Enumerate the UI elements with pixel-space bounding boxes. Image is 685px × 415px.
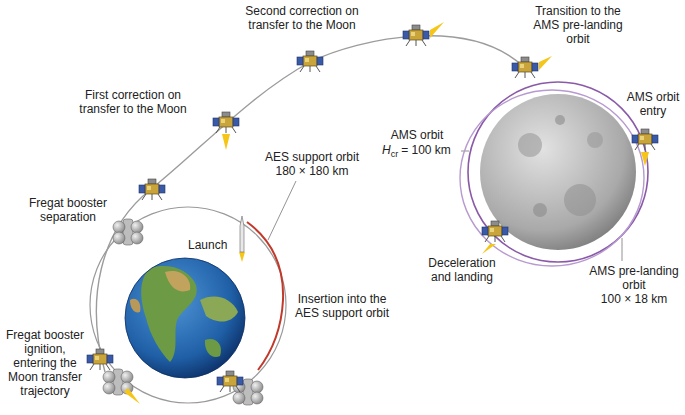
label: Second correction on transfer to the Moo… (234, 4, 370, 32)
label: Launch (188, 238, 227, 252)
spacecraft-ignition (87, 349, 140, 404)
label: 180 × 180 km (262, 164, 362, 178)
spacecraft-deceleration (482, 221, 508, 254)
label: AMS pre-landing orbit (586, 264, 682, 292)
leader-line (622, 238, 623, 261)
earth (125, 258, 245, 378)
label: Fregat booster ignition, entering the Mo… (2, 328, 88, 398)
label: First correction on transfer to the Moon (70, 88, 196, 116)
label: cr (391, 149, 399, 160)
label: AMS orbit entry (624, 90, 682, 118)
launch-rocket (239, 216, 245, 262)
leader-line (268, 181, 296, 240)
spacecraft-separation (113, 179, 165, 245)
spacecraft-transition (512, 56, 552, 78)
spacecraft-second-correction (403, 22, 444, 46)
support-orbit (90, 207, 286, 403)
label: Fregat booster separation (18, 196, 118, 224)
label: AES support orbit (262, 150, 362, 164)
moon (480, 94, 636, 250)
label: AMS orbit (382, 128, 452, 142)
label: 100 × 18 km (586, 292, 682, 306)
spacecraft-orbit-entry (632, 129, 658, 166)
insertion-arc (247, 222, 283, 370)
spacecraft-transfer (297, 51, 323, 72)
label: Transition to the AMS pre-landing orbit (528, 4, 628, 46)
label: Insertion into the AES support orbit (292, 292, 392, 320)
pre-landing-orbit (460, 90, 644, 266)
spacecraft-insertion (217, 371, 263, 405)
label: H (382, 143, 391, 157)
transfer-trajectory (96, 36, 525, 372)
spacecraft-first-correction (213, 112, 239, 150)
label: Deceleration and landing (423, 256, 501, 284)
label: = 100 km (401, 143, 451, 157)
